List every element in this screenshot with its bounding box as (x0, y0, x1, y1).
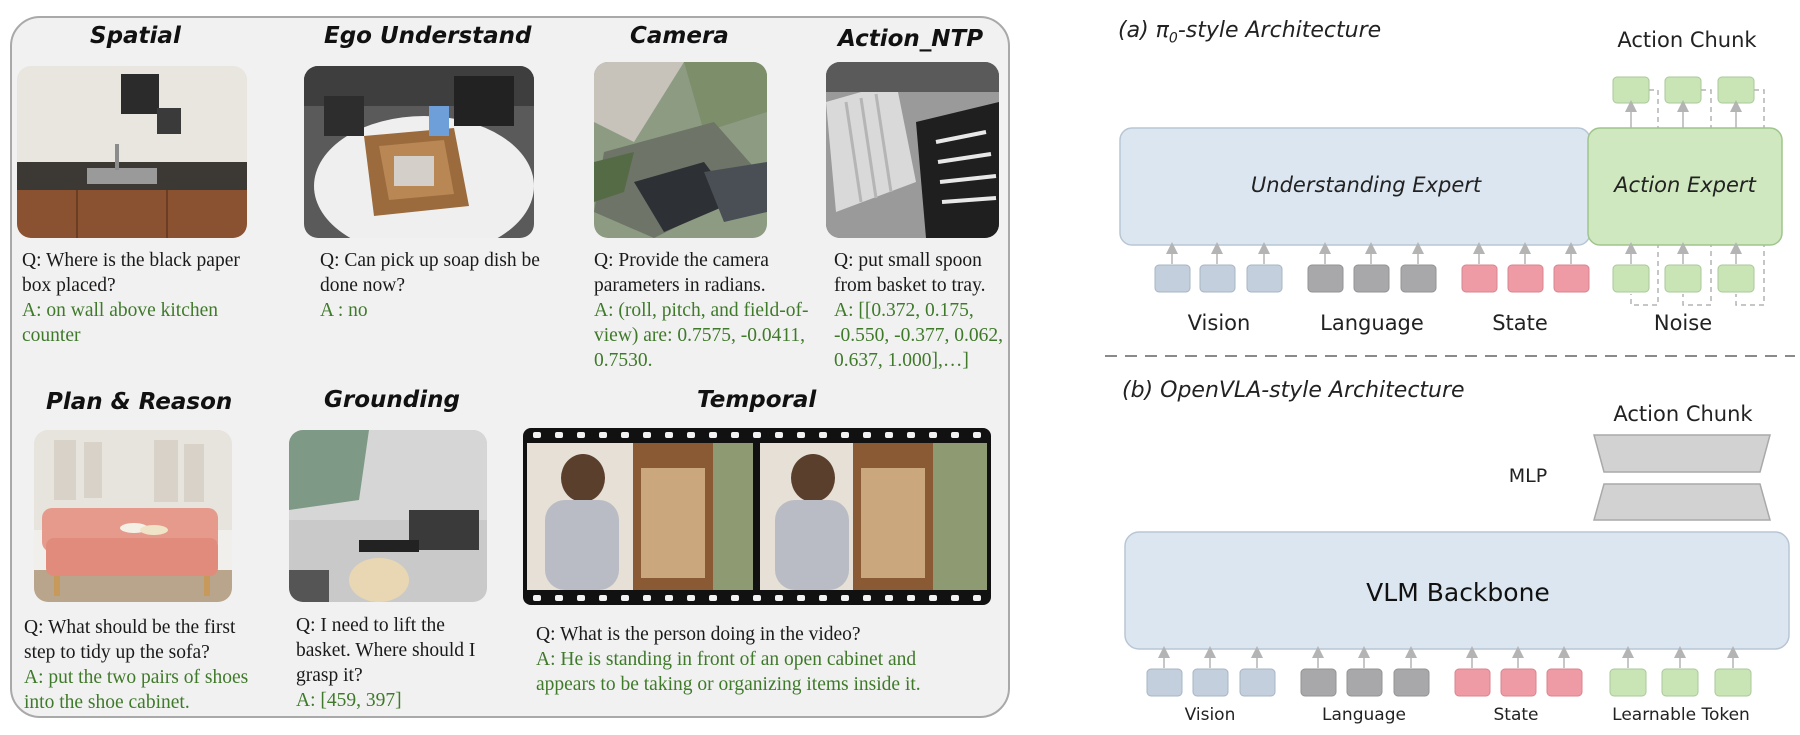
plan-question: Q: What should be the first step to tidy… (24, 617, 236, 663)
camera-photo (594, 62, 767, 238)
arch-a-output-tokens (1612, 76, 1755, 104)
action-expert-label: Action Expert (1612, 173, 1756, 197)
arch-b-action-chunk-label: Action Chunk (1613, 402, 1753, 426)
action-answer: A: [[0.372, 0.175, -0.550, -0.377, 0.062… (834, 300, 1003, 371)
arch-a-language-tokens (1307, 264, 1437, 293)
arch-b-vision-tokens (1146, 668, 1276, 697)
arch-a-title: (a) π0-style Architecture (1118, 18, 1382, 47)
arch-b-learnable-tokens (1609, 668, 1752, 697)
temporal-answer: A: He is standing in front of an open ca… (536, 649, 921, 695)
arch-a-vision-tokens (1154, 264, 1283, 293)
arch-a-state-tokens (1461, 264, 1590, 293)
mlp-upper-trapezoid (1593, 434, 1771, 473)
grounding-question: Q: I need to lift the basket. Where shou… (296, 615, 476, 686)
category-spatial: Spatial (90, 23, 181, 49)
arch-b-state-tokens (1454, 668, 1583, 697)
grounding-photo (289, 430, 487, 602)
camera-question: Q: Provide the camera parameters in radi… (594, 250, 769, 296)
arch-b-language-label: Language (1322, 705, 1406, 725)
understanding-expert-label: Understanding Expert (1251, 173, 1482, 197)
vlm-backbone-box (1124, 531, 1790, 650)
arch-a-language-label: Language (1320, 311, 1424, 335)
spatial-question: Q: Where is the black paper box placed? (22, 250, 240, 296)
arch-a-vision-label: Vision (1188, 311, 1251, 335)
ego-understand-photo (304, 66, 534, 238)
arch-b-vision-label: Vision (1185, 705, 1236, 725)
category-ego-understand: Ego Understand (324, 23, 532, 49)
category-plan-reason: Plan & Reason (46, 389, 233, 415)
spatial-answer: A: on wall above kitchen counter (22, 300, 219, 346)
arch-b-learnable-label: Learnable Token (1612, 705, 1750, 725)
temporal-filmstrip (523, 428, 991, 605)
arch-b-state-label: State (1494, 705, 1539, 725)
ego-question: Q: Can pick up soap dish be done now? (320, 250, 540, 296)
action-ntp-photo (826, 62, 999, 238)
vlm-backbone-label: VLM Backbone (1366, 578, 1550, 607)
arch-a-noise-tokens (1612, 264, 1755, 293)
category-action-ntp: Action_NTP (838, 26, 984, 52)
plan-reason-photo (34, 430, 232, 602)
plan-answer: A: put the two pairs of shoes into the s… (24, 667, 249, 713)
camera-answer: A: (roll, pitch, and field-of-view) are:… (594, 300, 809, 371)
arch-a-action-chunk-label: Action Chunk (1617, 28, 1757, 52)
arch-b-title: (b) OpenVLA-style Architecture (1122, 378, 1465, 403)
arch-a-state-label: State (1492, 311, 1548, 335)
mlp-lower-trapezoid (1593, 483, 1771, 521)
category-temporal: Temporal (697, 387, 817, 413)
category-camera: Camera (630, 23, 729, 49)
mlp-label: MLP (1509, 465, 1547, 487)
action-question: Q: put small spoon from basket to tray. (834, 250, 986, 296)
arch-b-language-tokens (1300, 668, 1430, 697)
ego-answer: A : no (320, 300, 368, 321)
grounding-answer: A: [459, 397] (296, 690, 402, 711)
spatial-photo (17, 66, 247, 238)
category-grounding: Grounding (324, 387, 460, 413)
temporal-question: Q: What is the person doing in the video… (536, 624, 861, 645)
arch-a-noise-label: Noise (1654, 311, 1712, 335)
